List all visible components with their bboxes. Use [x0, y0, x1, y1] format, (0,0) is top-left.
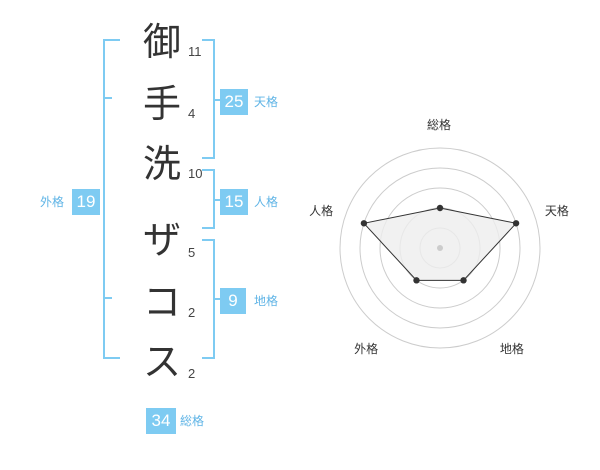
- radar-axis-label-2: 天格: [544, 203, 569, 218]
- soukaku-badge: 34: [146, 408, 176, 434]
- chikaku-label: 地格: [254, 294, 279, 308]
- radar-center-point: [437, 245, 443, 251]
- radar-point-4: [413, 277, 420, 284]
- radar-axis-label-3: 地格: [499, 342, 524, 357]
- radar-point-5: [360, 220, 368, 227]
- radar-series-polygon: [362, 207, 518, 281]
- jinkaku-label: 人格: [254, 195, 279, 209]
- stroke-count-4: 5: [188, 245, 196, 260]
- radar-ring-4: [359, 167, 521, 329]
- gaikaku-bracket: [103, 39, 120, 359]
- name-char-4: ザ: [142, 218, 181, 262]
- radar-ring-3: [379, 187, 501, 309]
- stroke-count-5: 2: [188, 305, 196, 320]
- name-char-3: 洗: [142, 142, 181, 186]
- radar-axis-label-5: 人格: [309, 203, 334, 218]
- radar-axis-label-4: 外格: [354, 342, 379, 357]
- tenkaku-label: 天格: [254, 95, 279, 109]
- jinkaku-badge: 15: [220, 189, 248, 215]
- stroke-count-1: 11: [188, 44, 202, 59]
- name-char-5: コ: [142, 280, 181, 324]
- gaikaku-badge: 19: [72, 189, 100, 215]
- radar-point-1: [436, 204, 444, 212]
- radar-ring-5: [339, 147, 541, 349]
- name-char-1: 御: [142, 20, 181, 64]
- radar-axis-label-1: 総格: [427, 118, 452, 132]
- stroke-count-2: 4: [188, 106, 196, 121]
- name-char-2: 手: [142, 82, 181, 126]
- chikaku-badge: 9: [220, 288, 246, 314]
- stroke-count-6: 2: [188, 366, 196, 381]
- name-char-6: ス: [142, 340, 181, 384]
- tenkaku-badge: 25: [220, 89, 248, 115]
- radar-point-2: [512, 220, 520, 227]
- soukaku-label: 総格: [180, 414, 205, 428]
- radar-point-3: [460, 277, 467, 284]
- gaikaku-label: 外格: [40, 195, 65, 209]
- stroke-count-3: 10: [188, 166, 203, 181]
